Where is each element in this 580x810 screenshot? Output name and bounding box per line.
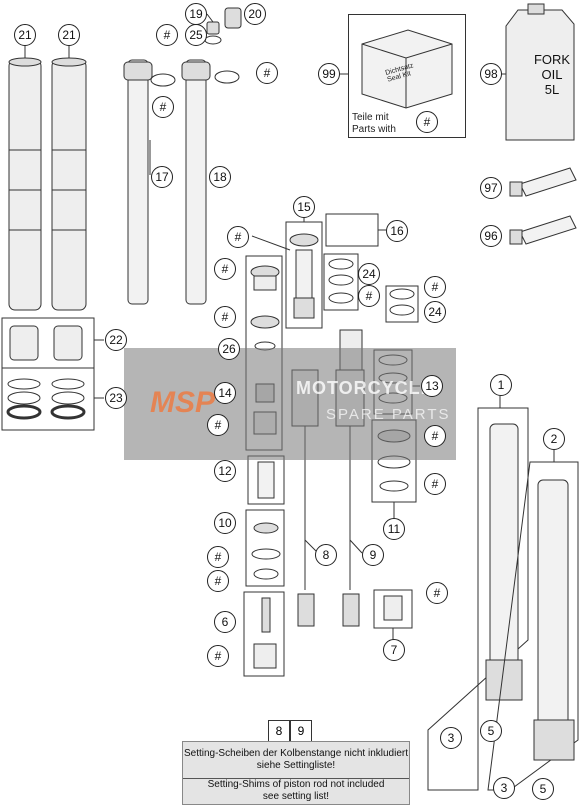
callout-hash-kit[interactable]: # <box>416 111 438 133</box>
callout-11[interactable]: 11 <box>383 518 405 540</box>
parts-with-note: Teile mit Parts with <box>352 112 452 136</box>
watermark-text-1: MOTORCYCLE <box>296 378 434 398</box>
callout-3-lower[interactable]: 3 <box>493 777 515 799</box>
fork-leg-2 <box>487 461 579 791</box>
can-line1: FORK <box>533 52 571 67</box>
note-de-line1: Setting-Scheiben der Kolbenstange nicht … <box>183 748 409 759</box>
fork-oil-can <box>505 3 575 141</box>
callout-6[interactable]: 6 <box>214 611 236 633</box>
callout-99[interactable]: 99 <box>318 63 340 85</box>
callout-9[interactable]: 9 <box>362 544 384 566</box>
callout-22[interactable]: 22 <box>105 329 127 351</box>
fork-leg-1 <box>427 407 529 791</box>
callout-hash-15[interactable]: # <box>426 582 448 604</box>
outer-tube-left <box>8 57 42 311</box>
outer-tube-right <box>51 57 87 311</box>
note-ref-9: 9 <box>290 720 312 742</box>
callout-17[interactable]: 17 <box>151 166 173 188</box>
callout-hash-12[interactable]: # <box>207 546 229 568</box>
seal-kit-frame <box>348 14 466 138</box>
callout-hash-13[interactable]: # <box>207 570 229 592</box>
callout-24-lower[interactable]: 24 <box>424 301 446 323</box>
callout-21-right[interactable]: 21 <box>58 24 80 46</box>
can-line3: 5L <box>544 82 560 97</box>
callout-hash-1[interactable]: # <box>156 24 178 46</box>
callout-5-upper[interactable]: 5 <box>480 720 502 742</box>
callout-hash-14[interactable]: # <box>207 645 229 667</box>
callout-hash-7[interactable]: # <box>424 276 446 298</box>
callout-hash-9[interactable]: # <box>207 414 229 436</box>
callout-7[interactable]: 7 <box>383 639 405 661</box>
note-ref-8: 8 <box>268 720 290 742</box>
callout-21-left[interactable]: 21 <box>14 24 36 46</box>
callout-2[interactable]: 2 <box>543 428 565 450</box>
callout-hash-10[interactable]: # <box>424 425 446 447</box>
callout-12[interactable]: 12 <box>214 460 236 482</box>
callout-hash-5[interactable]: # <box>214 258 236 280</box>
callout-96[interactable]: 96 <box>480 225 502 247</box>
callout-20[interactable]: 20 <box>244 3 266 25</box>
inner-tube-18 <box>181 59 211 305</box>
callout-1[interactable]: 1 <box>490 374 512 396</box>
callout-10[interactable]: 10 <box>214 512 236 534</box>
callout-26[interactable]: 26 <box>218 338 240 360</box>
can-line2: OIL <box>541 67 563 82</box>
callout-8[interactable]: 8 <box>315 544 337 566</box>
callout-23[interactable]: 23 <box>105 387 127 409</box>
setting-shims-note: Setting-Scheiben der Kolbenstange nicht … <box>182 741 410 805</box>
callout-14[interactable]: 14 <box>214 382 236 404</box>
callout-25[interactable]: 25 <box>185 24 207 46</box>
note-en-line2: see setting list! <box>262 791 330 802</box>
note-en-line1: Setting-Shims of piston rod not included <box>183 778 409 791</box>
callout-hash-3[interactable]: # <box>152 96 174 118</box>
callout-18[interactable]: 18 <box>209 166 231 188</box>
grease-tube-96 <box>509 215 577 245</box>
callout-13[interactable]: 13 <box>421 375 443 397</box>
fork-oil-label: FORK OIL 5L <box>532 52 572 97</box>
watermark-text-2: SPARE PARTS <box>326 406 451 423</box>
parts-with-en: Parts with <box>352 124 396 135</box>
callout-3-upper[interactable]: 3 <box>440 727 462 749</box>
callout-5-lower[interactable]: 5 <box>532 778 554 800</box>
callout-24-upper[interactable]: 24 <box>358 263 380 285</box>
watermark-logo: MSP <box>150 386 216 419</box>
watermark-band <box>124 348 456 460</box>
callout-hash-2[interactable]: # <box>256 62 278 84</box>
callout-hash-11[interactable]: # <box>424 473 446 495</box>
callout-98[interactable]: 98 <box>480 63 502 85</box>
callout-hash-6[interactable]: # <box>358 285 380 307</box>
callout-hash-8[interactable]: # <box>214 306 236 328</box>
callout-15[interactable]: 15 <box>293 196 315 218</box>
callout-hash-4[interactable]: # <box>227 226 249 248</box>
note-de-line2: siehe Settingliste! <box>256 760 336 771</box>
callout-19[interactable]: 19 <box>185 3 207 25</box>
seal-kit-box-drawing <box>361 29 453 109</box>
parts-with-de: Teile mit <box>352 112 389 123</box>
callout-16[interactable]: 16 <box>386 220 408 242</box>
inner-tube-17 <box>123 59 153 305</box>
grease-tube-97 <box>509 167 577 197</box>
callout-97[interactable]: 97 <box>480 177 502 199</box>
